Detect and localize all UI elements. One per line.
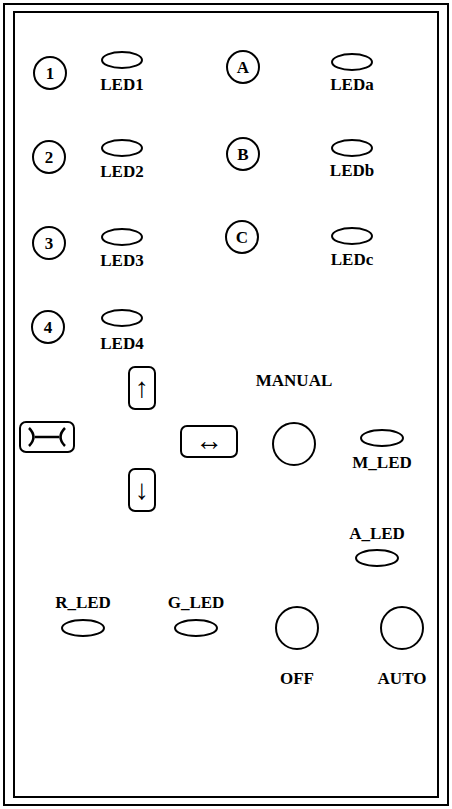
- panel-label: LED1: [100, 76, 143, 93]
- panel-label: LED4: [100, 335, 143, 352]
- indicator-led: R_LED: [61, 619, 105, 637]
- button-label: 1: [46, 65, 55, 82]
- indicator-led: LEDb: [331, 139, 373, 157]
- indicator-led: LEDc: [331, 227, 373, 245]
- select-button: 2: [32, 140, 66, 174]
- panel-label: LED3: [100, 252, 143, 269]
- panel-label: AUTO: [378, 670, 427, 687]
- button-label: ↔: [195, 427, 223, 455]
- select-button: C: [225, 220, 259, 254]
- led-oval: [355, 549, 399, 567]
- mode-button: MANUAL: [272, 422, 316, 466]
- button-label: C: [236, 229, 248, 246]
- indicator-led: LEDa: [331, 53, 373, 71]
- panel-label: LEDa: [330, 76, 373, 93]
- panel-label: A_LED: [349, 525, 405, 542]
- indicator-led: G_LED: [174, 619, 218, 637]
- indicator-led: A_LED: [355, 549, 399, 567]
- button-label: B: [237, 146, 248, 163]
- button-circle: [272, 422, 316, 466]
- led-oval: [101, 309, 143, 327]
- led-oval: [61, 619, 105, 637]
- button-circle: [275, 606, 319, 650]
- panel-label: LEDc: [331, 251, 374, 268]
- led-oval: [101, 139, 143, 157]
- led-oval: [331, 139, 373, 157]
- inner-border: [14, 12, 438, 797]
- arrow-button: ↓: [128, 468, 156, 512]
- arrow-button: ↑: [128, 366, 156, 410]
- indicator-led: LED4: [101, 309, 143, 327]
- panel-label: LEDb: [330, 162, 374, 179]
- indicator-led: M_LED: [360, 429, 404, 447]
- panel-label: G_LED: [168, 594, 225, 611]
- button-label: 2: [45, 149, 54, 166]
- button-label: ↓: [135, 476, 149, 504]
- indicator-led: LED3: [101, 228, 143, 246]
- panel-label: M_LED: [352, 454, 412, 471]
- indicator-led: LED1: [101, 51, 143, 69]
- indicator-led: LED2: [101, 139, 143, 157]
- led-oval: [331, 227, 373, 245]
- select-button: B: [226, 137, 260, 171]
- panel-label: R_LED: [55, 594, 111, 611]
- panel-label: OFF: [280, 670, 314, 687]
- arrow-button: ↔: [180, 425, 238, 458]
- select-button: 4: [31, 310, 65, 344]
- button-circle: [380, 606, 424, 650]
- select-button: 3: [32, 226, 66, 260]
- select-button: A: [226, 50, 260, 84]
- select-button: 1: [33, 56, 67, 90]
- panel-label: MANUAL: [256, 372, 333, 389]
- led-oval: [101, 51, 143, 69]
- mode-button: AUTO: [380, 606, 424, 650]
- button-label: A: [237, 59, 249, 76]
- mode-button: OFF: [275, 606, 319, 650]
- neutral-button: [20, 422, 74, 452]
- led-oval: [360, 429, 404, 447]
- outer-border: [4, 4, 448, 805]
- led-oval: [331, 53, 373, 71]
- button-label: ↑: [135, 374, 149, 402]
- panel-label: LED2: [100, 163, 143, 180]
- led-oval: [174, 619, 218, 637]
- button-label: 4: [44, 319, 53, 336]
- led-oval: [101, 228, 143, 246]
- button-label: 3: [45, 235, 54, 252]
